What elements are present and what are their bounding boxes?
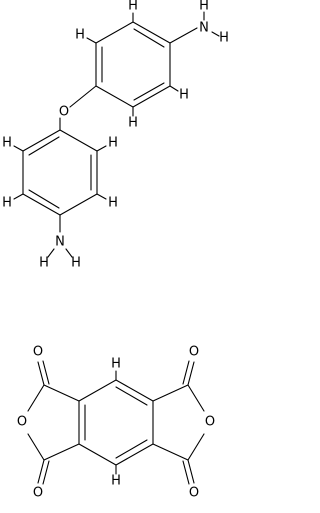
atom-o-top-right: O: [189, 345, 199, 360]
atom-nh-h-top: H: [199, 0, 209, 14]
pyromellitic-dianhydride-molecule: H H O O O: [17, 345, 215, 501]
atom-h-upper-left: H: [75, 28, 85, 43]
atom-o-ring-left: O: [17, 415, 27, 430]
atom-o-top-left: O: [33, 345, 43, 360]
atom-o-bottom-right: O: [189, 486, 199, 501]
atom-n2-h-right: H: [71, 256, 81, 271]
atom-h-upper-bottom: H: [128, 116, 138, 131]
atom-h-lower-right-lower: H: [108, 196, 118, 211]
right-anhydride-ring: [152, 360, 205, 461]
atom-h-ring-bottom: H: [111, 474, 121, 489]
chemical-structures-svg: H H H H N H H O: [2, 0, 229, 501]
oxydianiline-molecule: H H H H N H H O: [2, 0, 229, 271]
atom-n-lower: N: [55, 235, 65, 250]
atom-h-lower-right-upper: H: [108, 136, 118, 151]
atom-h-ring-top: H: [111, 357, 121, 372]
atom-nh-h-right: H: [219, 31, 229, 46]
atom-h-upper-right: H: [179, 88, 189, 103]
atom-o-ether: O: [59, 105, 69, 120]
central-benzene-ring: [78, 379, 154, 466]
atom-n-upper: N: [199, 21, 209, 36]
atom-o-ring-right: O: [205, 415, 215, 430]
atom-h-upper-top: H: [128, 0, 138, 14]
atom-o-bottom-left: O: [33, 486, 43, 501]
left-anhydride-ring: [27, 360, 80, 461]
structure-diagram: H H H H N H H O: [2, 0, 229, 501]
lower-benzene-ring: [22, 129, 98, 216]
upper-benzene-ring: [95, 21, 171, 108]
atom-h-lower-left-upper: H: [2, 136, 12, 151]
atom-n2-h-left: H: [39, 256, 49, 271]
atom-h-lower-left-lower: H: [2, 196, 12, 211]
